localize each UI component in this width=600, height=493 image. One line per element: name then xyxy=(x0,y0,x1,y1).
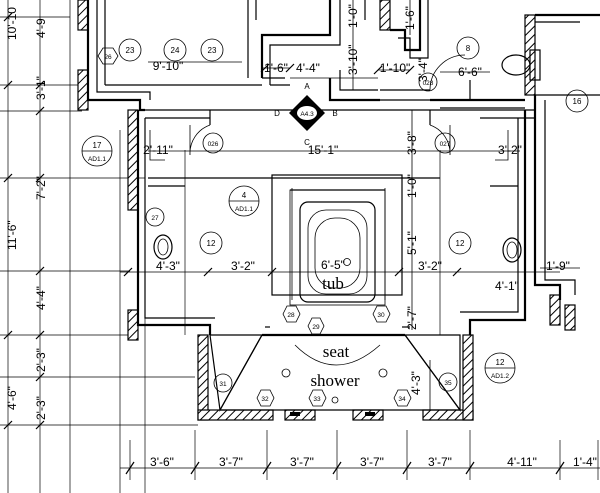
dim-6-6: 6'-6" xyxy=(458,65,482,79)
dim-3-2-left: 3'-2" xyxy=(231,259,255,273)
tag-4-ref: AD1.1 xyxy=(235,206,253,213)
vdim-3-4: 3'-4" xyxy=(416,58,430,82)
sink-left xyxy=(153,234,173,260)
tag-35: 35 xyxy=(444,380,452,387)
tag-32: 32 xyxy=(261,396,269,403)
section-a-label: A xyxy=(304,82,310,91)
section-b-label: B xyxy=(332,109,337,118)
left-inner-dim-3: 4'-4" xyxy=(34,286,48,310)
tag-34: 34 xyxy=(398,396,406,403)
vdim-3-8: 3'-8" xyxy=(405,131,419,155)
seat-label: seat xyxy=(323,342,350,361)
toilet xyxy=(501,49,541,81)
vertical-mid-dimensions: 3'-10" 1'-0" 1'-6" 3'-8" 1'-0" 5'-1" 2'-… xyxy=(346,0,431,410)
vdim-5-1: 5'-1" xyxy=(405,231,419,255)
vdim-3-10: 3'-10" xyxy=(346,44,360,75)
bottom-dim-6: 4'-11" xyxy=(507,455,537,469)
tag-24: 24 xyxy=(171,46,180,55)
bottom-dim-7: 1'-4" xyxy=(573,455,597,469)
left-outer-dim-2: 4'-6" xyxy=(5,386,19,410)
bottom-dim-4: 3'-7" xyxy=(360,455,384,469)
vdim-4-3: 4'-3" xyxy=(409,371,423,395)
dim-1-9: 1'-9" xyxy=(546,259,570,273)
vdim-1-6: 1'-6" xyxy=(403,6,417,30)
section-c-label: C xyxy=(304,138,310,147)
vdim-2-7: 2'-7" xyxy=(405,306,419,330)
dim-2-11: 2'-11" xyxy=(143,143,173,157)
left-inner-dim-5: 2'-3" xyxy=(34,396,48,420)
bottom-dim-2: 3'-7" xyxy=(219,455,243,469)
bottom-dim-5: 3'-7" xyxy=(428,455,452,469)
dim-4-1: 4'-1" xyxy=(495,279,519,293)
bottom-dim-3: 3'-7" xyxy=(290,455,314,469)
mid-dimension-lines xyxy=(120,61,580,273)
sink-right xyxy=(502,237,522,263)
tag-12-sheet: 12 xyxy=(496,358,505,367)
tag-17: 17 xyxy=(93,141,102,150)
left-outer-dim-1: 11'-6" xyxy=(5,220,19,250)
tub-dimension: 6'-5" xyxy=(321,258,345,272)
section-marker: A4.3 A B C D xyxy=(274,82,338,147)
doors xyxy=(149,124,509,161)
dim-4-4: 4'-4" xyxy=(296,61,320,75)
tag-4: 4 xyxy=(242,191,247,200)
tag-28: 28 xyxy=(287,312,295,319)
left-inner-dim-1: 3'-1" xyxy=(34,76,48,100)
vdim-1-0: 1'-0" xyxy=(346,4,360,28)
tag-30: 30 xyxy=(377,312,385,319)
section-marker-ref: A4.3 xyxy=(300,111,314,118)
dim-15-1: 15'-1" xyxy=(308,143,339,157)
section-d-label: D xyxy=(274,109,280,118)
vdim-1-0b: 1'-0" xyxy=(405,174,419,198)
left-dimensions: 11'-6" 4'-6" 10'-10 3'-1" 7'-2" 4'-4" 2'… xyxy=(5,7,48,420)
left-inner-dim-4: 2'-3" xyxy=(34,348,48,372)
mid-dimension-text: 9'-10" 1'-6" 4'-4" 1'-10" 6'-6" 15'-1" 2… xyxy=(143,59,570,293)
room-labels: tub 6'-5" seat shower xyxy=(310,258,359,390)
tag-27: 27 xyxy=(151,215,159,222)
tag-26: 26 xyxy=(104,54,112,61)
tag-17-ref: AD1.1 xyxy=(88,156,106,163)
shower-valves xyxy=(281,368,388,416)
tag-12-left: 12 xyxy=(207,239,216,248)
tag-31: 31 xyxy=(219,381,227,388)
tag-29: 29 xyxy=(312,324,320,331)
tags: 23 26 24 23 8 028 16 17 AD1.1 026 027 4 … xyxy=(81,36,589,407)
dim-4-3: 4'-3" xyxy=(156,259,180,273)
shower-label: shower xyxy=(310,371,359,390)
dim-9-10: 9'-10" xyxy=(153,59,184,73)
tag-23a: 23 xyxy=(126,46,135,55)
tag-12-ref: AD1.2 xyxy=(491,373,509,380)
fixtures xyxy=(153,49,541,416)
tag-12-right: 12 xyxy=(456,239,465,248)
bottom-dimensions: 3'-6" 3'-7" 3'-7" 3'-7" 3'-7" 4'-11" 1'-… xyxy=(150,455,597,469)
tag-026: 026 xyxy=(208,141,219,148)
tub-label: tub xyxy=(322,274,344,293)
left-inner-dim-6: 4'-9 xyxy=(34,18,48,38)
tag-027: 027 xyxy=(440,141,451,148)
left-inner-dim-2: 7'-2" xyxy=(34,176,48,200)
tag-8: 8 xyxy=(466,44,471,53)
tag-028: 028 xyxy=(423,80,434,87)
dim-1-10: 1'-10" xyxy=(380,61,411,75)
bathtub xyxy=(291,188,386,303)
dim-3-2-right: 3'-2" xyxy=(418,259,442,273)
tag-16: 16 xyxy=(573,97,582,106)
left-outer-dim-3: 10'-10 xyxy=(5,7,19,40)
tick-marks xyxy=(3,12,565,475)
tag-23b: 23 xyxy=(208,46,217,55)
dim-3-2-right-top: 3'-2" xyxy=(498,143,522,157)
bottom-dim-1: 3'-6" xyxy=(150,455,174,469)
tag-33: 33 xyxy=(313,396,321,403)
dim-1-6: 1'-6" xyxy=(264,61,288,75)
